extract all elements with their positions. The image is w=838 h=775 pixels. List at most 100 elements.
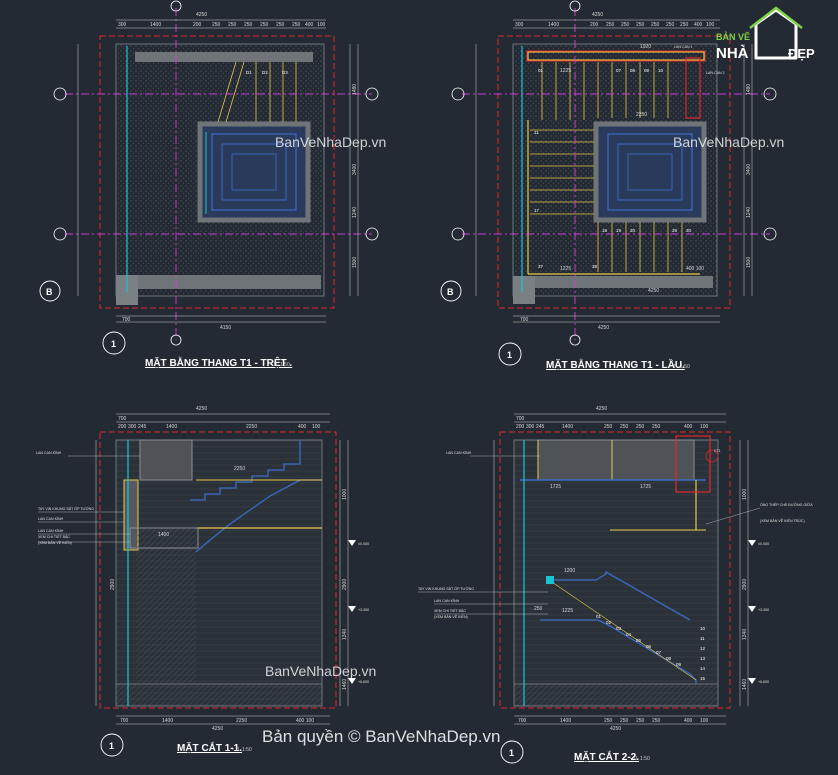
core-inner2 xyxy=(617,143,683,201)
step-label: 19 xyxy=(616,228,622,233)
step-label: 02 xyxy=(606,620,612,625)
inner-dim: 1225 xyxy=(560,266,571,272)
dim-bottom: 2250 xyxy=(236,718,247,724)
step-label: 06 xyxy=(646,644,652,649)
dim-bottom: 700 xyxy=(120,718,129,724)
ground-slab xyxy=(513,683,719,707)
axis-bubble-1 xyxy=(102,331,126,355)
dim-top: 400 xyxy=(684,424,693,430)
axis-number: 1 xyxy=(109,741,114,751)
step-label: 15 xyxy=(700,676,706,681)
core-inner2 xyxy=(221,143,287,201)
note: (XEM BẢN VẼ KIẾN TRÚC) xyxy=(760,518,805,523)
level-label: +3.300 xyxy=(358,608,369,612)
dim-top: 250 xyxy=(636,424,645,430)
watermarks: BanVeNhaDep.vn BanVeNhaDep.vn BanVeNhaDe… xyxy=(262,134,784,746)
step-label: D2 xyxy=(262,70,268,75)
step-label: 13 xyxy=(700,656,706,661)
stair-treads-left xyxy=(530,129,594,215)
dim-right: 1000 xyxy=(342,489,348,500)
dim-right-2: 3400 xyxy=(352,164,358,175)
axis-number: 1 xyxy=(509,748,514,758)
step-label: 09 xyxy=(644,68,650,73)
dim-top: 700 xyxy=(516,416,525,422)
dim-overall-bottom: 4250 xyxy=(610,726,621,732)
step-label: 14 xyxy=(700,666,706,671)
note: XEM CHI TIẾT BẬC xyxy=(38,534,70,539)
dim-right-4: 1500 xyxy=(352,257,358,268)
step-label: 07 xyxy=(656,650,662,655)
level-label: +6.600 xyxy=(758,680,769,684)
watermark-copyright: Bản quyền © BanVeNhaDep.vn xyxy=(262,727,500,746)
annotation-railing-1: LAN CAN 1 xyxy=(674,45,693,49)
dim-right: 1000 xyxy=(742,489,748,500)
step-numbers: 01 02 03 04 05 06 07 08 09 10 11 12 13 1… xyxy=(596,614,706,681)
dim-right-3: 1240 xyxy=(352,207,358,218)
red-frame xyxy=(99,431,337,709)
dim-top-8: 250 xyxy=(276,22,285,28)
dim-overall-top: 4250 xyxy=(596,406,607,412)
step-label: 03 xyxy=(616,626,622,631)
view-plan-upper-floor: B 1 4250 300 1400 200 250 250 250 250 25… xyxy=(440,0,777,371)
dim-right-3: 1240 xyxy=(746,207,752,218)
note: (XEM BẢN VẼ KIẾN) xyxy=(38,540,72,545)
wall-bottom xyxy=(513,276,713,288)
step-label: 38 xyxy=(592,264,598,269)
dim-bottom: 700 xyxy=(518,718,527,724)
inner-dim: 1920 xyxy=(640,44,651,50)
step-label: 17 xyxy=(534,208,540,213)
red-frame xyxy=(99,35,335,309)
step-label: 10 xyxy=(658,68,664,73)
core-inner xyxy=(607,133,693,211)
leader-lines xyxy=(38,455,140,543)
axis-letter-b: B xyxy=(46,287,53,297)
dim-top-5: 250 xyxy=(228,22,237,28)
dim-bottom: 1400 xyxy=(162,718,173,724)
core-outer xyxy=(593,121,707,223)
dim-top-6: 250 xyxy=(244,22,253,28)
axis-number: 1 xyxy=(507,350,512,360)
dim-top-7: 250 xyxy=(260,22,269,28)
view-scale: - TL 1:50 xyxy=(670,364,690,370)
inner-dim: 1200 xyxy=(564,568,575,574)
dim-top: 400 xyxy=(298,424,307,430)
house-icon xyxy=(754,8,798,60)
step-label: 18 xyxy=(602,228,608,233)
dim-right-1: 1480 xyxy=(746,84,752,95)
view-title: MẶT BẰNG THANG T1 - TRỆT . xyxy=(145,356,292,369)
dim-top-2: 1400 xyxy=(548,22,559,28)
level-label: +3.300 xyxy=(758,608,769,612)
inner-dim: 1400 xyxy=(158,532,169,538)
railing-base xyxy=(546,576,554,584)
dim-top: 300 xyxy=(526,424,535,430)
dim-top: 1400 xyxy=(562,424,573,430)
stair-profile-upper xyxy=(190,440,301,501)
level-markers xyxy=(348,540,356,684)
view-scale: - TL 1:50 xyxy=(270,362,290,368)
dim-bottom: 400 xyxy=(684,718,693,724)
dim-right: 1340 xyxy=(742,629,748,640)
dimension-lines xyxy=(77,19,359,323)
core-outer xyxy=(197,121,311,223)
inner-dim: 2900 xyxy=(110,579,116,590)
axis-bubble-1 xyxy=(498,342,522,366)
dim-top-1: 300 xyxy=(118,22,127,28)
stair-treads-lower xyxy=(597,222,683,272)
view-scale: - TL 1:50 xyxy=(630,756,650,762)
dim-top: 200 xyxy=(118,424,127,430)
dim-top-7: 250 xyxy=(651,22,660,28)
level-label: ±0.000 xyxy=(358,542,369,546)
dim-top-4: 250 xyxy=(212,22,221,28)
level-label: +6.600 xyxy=(358,680,369,684)
stair-steps xyxy=(540,619,697,684)
core-inner3 xyxy=(231,153,277,191)
inner-dim: 2250 xyxy=(636,112,647,118)
axis-bubbles xyxy=(53,0,379,346)
step-label: 08 xyxy=(666,656,672,661)
dim-top-1: 300 xyxy=(515,22,524,28)
dim-right-4: 1500 xyxy=(746,257,752,268)
axis-lines xyxy=(65,8,372,340)
dim-bottom: 250 xyxy=(604,718,613,724)
dim-top: 250 xyxy=(604,424,613,430)
watermark: BanVeNhaDep.vn xyxy=(275,134,386,150)
